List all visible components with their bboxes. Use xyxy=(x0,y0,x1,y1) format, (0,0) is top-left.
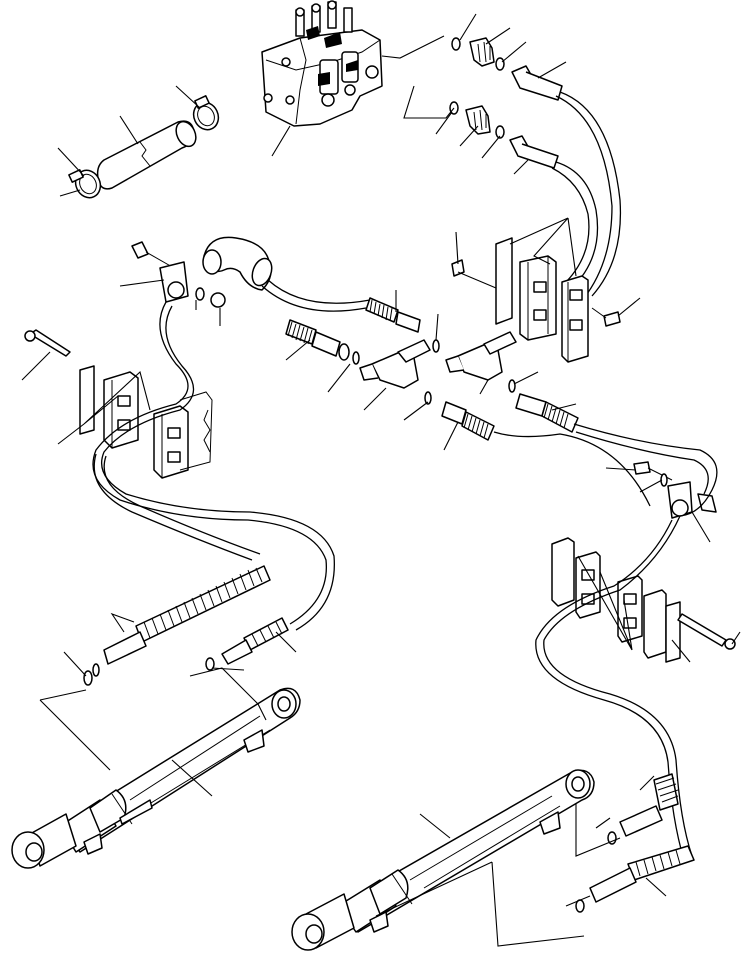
tee-fittings xyxy=(359,331,517,389)
right-hydraulic-cylinder xyxy=(291,769,595,951)
valve-fittings-lower xyxy=(449,101,559,169)
hose-protector-sleeve xyxy=(96,120,197,190)
hose-clamps xyxy=(68,95,220,199)
left-hydraulic-cylinder xyxy=(11,687,301,869)
clamp-bracket-right-upper xyxy=(451,237,621,363)
hose-guard-elbow xyxy=(202,236,273,291)
hose-assembly-center xyxy=(261,91,622,441)
callout-leaders xyxy=(21,13,741,947)
valve-fittings-upper xyxy=(451,37,563,101)
clamp-bracket-left xyxy=(24,241,226,479)
control-valve xyxy=(261,0,383,127)
clamp-bracket-right-lower xyxy=(551,461,736,663)
hose-left-long xyxy=(83,301,335,686)
hose-right-long xyxy=(493,423,718,913)
